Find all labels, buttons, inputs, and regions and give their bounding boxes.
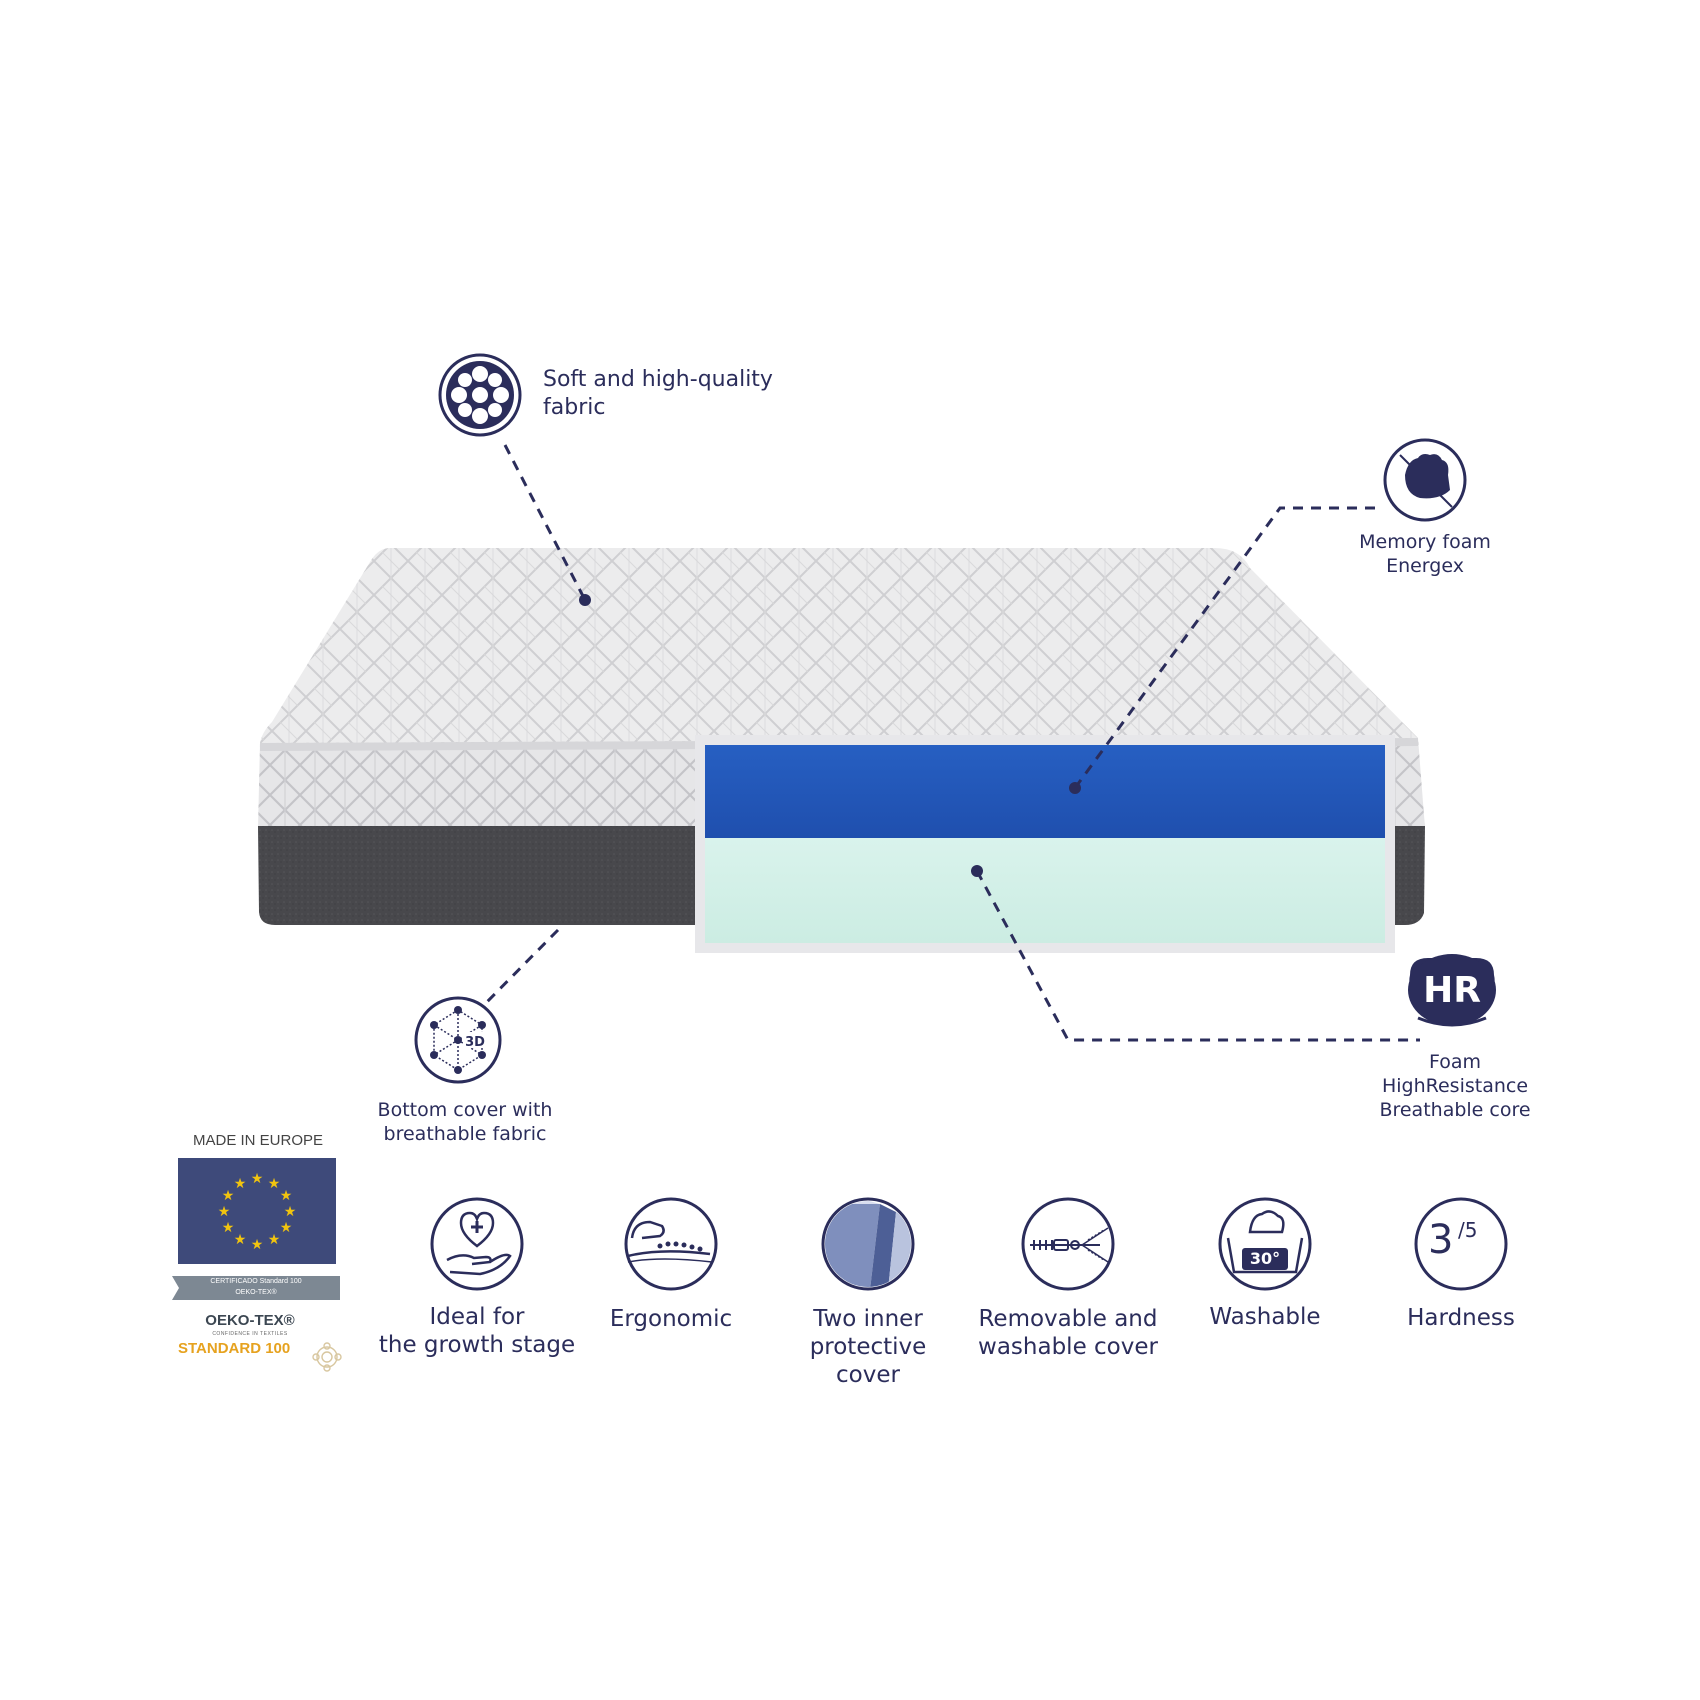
- svg-text:★: ★: [234, 1232, 247, 1248]
- svg-text:★: ★: [234, 1176, 247, 1192]
- zipper-icon: [1021, 1197, 1115, 1291]
- feature-label-washable: Washable: [1209, 1304, 1321, 1330]
- bottom-cover-callout-line: [475, 928, 560, 1014]
- memory-foam-callout-line: [1073, 506, 1375, 789]
- svg-text:★: ★: [251, 1237, 264, 1253]
- svg-text:★: ★: [268, 1232, 281, 1248]
- svg-text:★: ★: [268, 1176, 281, 1192]
- svg-text:★: ★: [280, 1188, 293, 1204]
- fabric-callout-dot: [579, 594, 591, 606]
- certificate-banner-line1: CERTIFICADO Standard 100: [210, 1278, 302, 1285]
- svg-text:★: ★: [280, 1220, 293, 1236]
- svg-text:★: ★: [222, 1188, 235, 1204]
- fabric-dots-icon: [438, 353, 522, 437]
- oeko-tex-name: OEKO-TEX®: [205, 1312, 295, 1329]
- fabric-callout-label: Soft and high-quality fabric: [543, 367, 773, 420]
- svg-text:★: ★: [222, 1220, 235, 1236]
- hr-foam-callout-label: Foam HighResistance Breathable core: [1379, 1051, 1531, 1121]
- eu-flag-icon: ★★★ ★★★ ★★★ ★★★: [178, 1158, 336, 1264]
- svg-text:★: ★: [284, 1204, 297, 1220]
- hr-badge-icon: [1408, 954, 1496, 1027]
- oeko-tex-tagline: CONFIDENCE IN TEXTILES: [212, 1331, 288, 1337]
- oeko-tex-flower-icon: [312, 1342, 342, 1372]
- feature-label-growth: Ideal for the growth stage: [378, 1304, 576, 1358]
- wash-basin-icon: [1218, 1197, 1312, 1291]
- layers-icon: [821, 1197, 915, 1291]
- memory-foam-callout-label: Memory foam Energex: [1359, 531, 1491, 577]
- bottom-cover-callout-label: Bottom cover with breathable fabric: [377, 1099, 553, 1145]
- feature-label-protective-cover: Two inner protective cover: [809, 1306, 927, 1388]
- hr-callout-line: [975, 870, 1420, 1042]
- hr-badge-label: HR: [1423, 970, 1481, 1011]
- spine-icon: [624, 1197, 718, 1291]
- hr-callout-dot: [971, 865, 983, 877]
- certificate-banner: CERTIFICADO Standard 100 OEKO-TEX®: [172, 1276, 340, 1300]
- hardness-value: 3: [1428, 1217, 1454, 1263]
- fabric-callout-line: [503, 444, 587, 601]
- feature-label-ergonomic: Ergonomic: [609, 1306, 733, 1332]
- certificate-banner-line2: OEKO-TEX®: [235, 1289, 277, 1296]
- svg-text:★: ★: [218, 1204, 231, 1220]
- heart-hand-icon: [430, 1197, 524, 1291]
- 3d-fabric-icon: 3D: [414, 996, 502, 1084]
- hardness-scale: /5: [1458, 1218, 1478, 1242]
- svg-text:3D: 3D: [465, 1035, 485, 1050]
- svg-text:★: ★: [251, 1171, 264, 1187]
- feature-label-removable-cover: Removable and washable cover: [978, 1306, 1158, 1360]
- wash-temperature: 30°: [1249, 1249, 1281, 1268]
- oeko-tex-standard: STANDARD 100: [178, 1340, 291, 1357]
- made-in-europe-label: MADE IN EUROPE: [192, 1132, 324, 1149]
- hand-press-icon: [1383, 438, 1467, 522]
- memory-foam-callout-dot: [1069, 782, 1081, 794]
- hardness-icon: [1414, 1197, 1508, 1291]
- feature-label-hardness: Hardness: [1407, 1305, 1515, 1331]
